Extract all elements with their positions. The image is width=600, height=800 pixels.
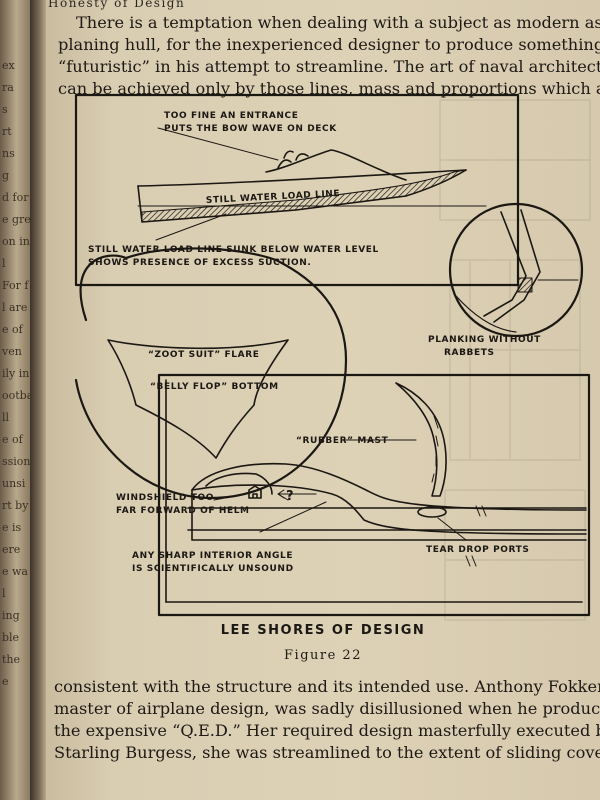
facing-page-fragment: e grew: [2, 213, 30, 226]
facing-page-fragment: ble: [2, 631, 20, 644]
label-rubber-mast: “RUBBER” MAST: [296, 436, 389, 446]
label-sharp-angle-1: ANY SHARP INTERIOR ANGLE: [132, 551, 293, 561]
body-text-top: There is a temptation when dealing with …: [58, 12, 600, 100]
label-belly-flop: “BELLY FLOP” BOTTOM: [150, 382, 279, 392]
book-page: Honesty of Design There is a temptation …: [46, 0, 600, 800]
text-line: There is a temptation when dealing with …: [76, 13, 600, 32]
label-bow-wave-2: PUTS THE BOW WAVE ON DECK: [164, 124, 337, 134]
facing-page-fragment: ing: [2, 609, 20, 622]
book-gutter: [30, 0, 46, 800]
label-bow-wave-1: TOO FINE AN ENTRANCE: [164, 111, 299, 121]
body-text-bottom: consistent with the structure and its in…: [54, 676, 600, 764]
text-line: master of airplane design, was sadly dis…: [54, 699, 600, 718]
bow-wave: [265, 149, 407, 181]
text-line: planing hull, for the inexperienced desi…: [58, 35, 600, 54]
facing-page-fragment: on in: [2, 235, 30, 248]
magnifier-circle: [74, 247, 348, 500]
facing-page-fragment: ssion: [2, 455, 30, 468]
facing-page-fragment: e: [2, 675, 9, 688]
label-zoot-suit: “ZOOT SUIT” FLARE: [148, 350, 259, 360]
cabin-icon: [248, 485, 262, 499]
text-line: can be achieved only by those lines, mas…: [58, 79, 600, 98]
facing-page-fragment: ns: [2, 147, 15, 160]
figure-title: LEE SHORES OF DESIGN: [220, 623, 426, 638]
facing-page-fragment: unsi: [2, 477, 26, 490]
planking-detail-circle: [448, 202, 584, 338]
label-sharp-angle-2: IS SCIENTIFICALLY UNSOUND: [132, 564, 294, 574]
facing-page-fragment: g: [2, 169, 10, 182]
facing-page-fragment: s: [2, 103, 8, 116]
facing-page-fragment: ra: [2, 81, 14, 94]
facing-page-fragment: l are: [2, 301, 28, 314]
facing-page-fragment: ex: [2, 59, 15, 72]
facing-page-fragment: e of: [2, 323, 23, 336]
label-tear-drop: TEAR DROP PORTS: [426, 545, 530, 555]
rubber-mast: [395, 382, 447, 497]
label-windshield-2: FAR FORWARD OF HELM: [116, 506, 250, 516]
facing-page-fragment: ll: [2, 411, 10, 424]
label-question-mark: ?: [286, 489, 294, 504]
load-line-hatch: [141, 169, 467, 223]
facing-page-fragment: l: [2, 257, 6, 270]
label-planking-2: RABBETS: [444, 348, 495, 358]
facing-page-fragment: rt: [2, 125, 12, 138]
cabin-profile: [191, 462, 587, 511]
figure-number: Figure 22: [284, 648, 362, 663]
panel-cruiser: [157, 373, 591, 617]
facing-page-fragment: ootba: [2, 389, 30, 402]
panel-bow-wave: [74, 93, 520, 287]
running-head: Honesty of Design: [48, 0, 186, 10]
flared-section: [107, 339, 289, 459]
facing-page-fragment: e wa: [2, 565, 28, 578]
tear-drop-port: [417, 506, 447, 518]
facing-page-fragment: e of: [2, 433, 23, 446]
label-windshield-1: WINDSHIELD TOO: [116, 493, 214, 503]
text-line: the expensive “Q.E.D.” Her required desi…: [54, 721, 600, 740]
show-through-drawing: [439, 99, 591, 621]
facing-page-fragment: ven: [2, 345, 22, 358]
text-line: Starling Burgess, she was streamlined to…: [54, 743, 600, 762]
facing-page-fragment: l: [2, 587, 6, 600]
facing-page-fragment: the: [2, 653, 21, 666]
label-sunk-1: STILL WATER LOAD LINE SUNK BELOW WATER L…: [88, 245, 379, 255]
facing-page-fragment: ily in: [2, 367, 30, 380]
facing-page-fragment: e is: [2, 521, 22, 534]
text-line: “futuristic” in his attempt to streamlin…: [58, 57, 600, 76]
facing-page-fragment: rt by: [2, 499, 29, 512]
facing-page-fragment: ere: [2, 543, 21, 556]
facing-page-fragment: For f: [2, 279, 29, 292]
figure-22-drawing: TOO FINE AN ENTRANCE PUTS THE BOW WAVE O…: [74, 93, 591, 617]
text-line: consistent with the structure and its in…: [54, 677, 600, 696]
label-sunk-2: SHOWS PRESENCE OF EXCESS SUCTION.: [88, 258, 311, 268]
label-planking-1: PLANKING WITHOUT: [428, 335, 541, 345]
facing-page-fragment: d for: [2, 191, 29, 204]
